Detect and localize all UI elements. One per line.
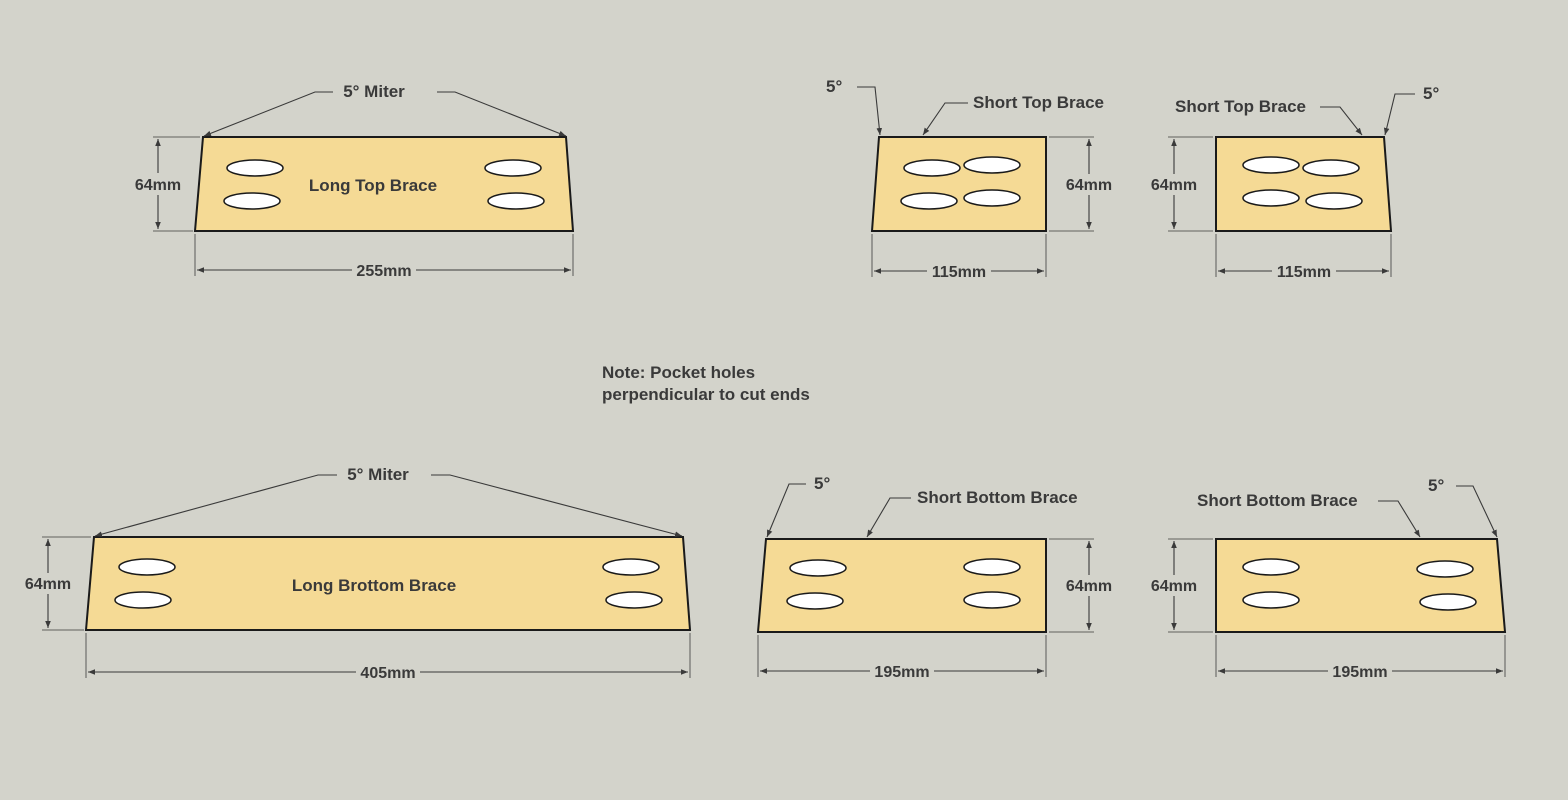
width-label: 195mm — [874, 664, 929, 681]
note-line-1: Note: Pocket holes — [602, 363, 756, 382]
miter-leader-left — [94, 474, 337, 537]
width-label: 115mm — [1277, 264, 1331, 281]
pocket-hole — [118, 558, 176, 576]
label-mask — [130, 173, 186, 195]
long-bottom-height-label: 64mm — [25, 576, 71, 593]
pocket-hole — [963, 591, 1021, 609]
short-bottom-brace-board — [756, 538, 1047, 633]
short-bottom-brace-label: Short Bottom Brace — [1197, 491, 1358, 510]
long-bottom-brace: Long Brottom Brace 5° Miter 64mm 405mm — [20, 465, 692, 682]
name-leader — [1320, 106, 1363, 136]
pocket-hole — [963, 156, 1021, 174]
pocket-hole — [903, 159, 961, 177]
height-label: 64mm — [1151, 177, 1197, 194]
label-mask — [1146, 174, 1202, 195]
short-bottom-brace-left: Short Bottom Brace 5° 64mm 195mm — [756, 474, 1117, 681]
pocket-hole — [1416, 560, 1474, 578]
long-top-miter-label: 5° Miter — [343, 82, 405, 101]
pocket-hole — [1242, 156, 1300, 174]
pocket-hole — [605, 591, 663, 609]
label-mask — [356, 663, 420, 682]
name-leader — [922, 102, 968, 136]
short-top-brace-right: Short Top Brace 5° 64mm 115mm — [1146, 84, 1439, 281]
angle-label: 5° — [814, 474, 830, 493]
label-mask — [1061, 174, 1117, 195]
miter-leader-right — [431, 474, 683, 537]
long-bottom-brace-board — [84, 536, 692, 631]
label-mask — [1272, 262, 1336, 281]
short-top-brace-label: Short Top Brace — [973, 93, 1104, 112]
angle-label: 5° — [1428, 476, 1444, 495]
pocket-hole — [1419, 593, 1477, 611]
pocket-hole — [484, 159, 542, 177]
name-leader — [866, 497, 911, 538]
short-bottom-brace-right: Short Bottom Brace 5° 64mm 195mm — [1146, 476, 1507, 681]
pocket-hole — [1242, 558, 1300, 576]
pocket-hole — [963, 558, 1021, 576]
height-label: 64mm — [1151, 578, 1197, 595]
pocket-hole — [789, 559, 847, 577]
long-bottom-width-label: 405mm — [360, 665, 415, 682]
short-bottom-brace-board — [1215, 538, 1507, 633]
short-top-brace-board — [1215, 136, 1393, 232]
pocket-hole — [226, 159, 284, 177]
pocket-hole — [223, 192, 281, 210]
long-bottom-brace-label: Long Brottom Brace — [292, 576, 456, 595]
pocket-hole — [1302, 159, 1360, 177]
short-bottom-brace-label: Short Bottom Brace — [917, 488, 1078, 507]
width-label: 115mm — [932, 264, 986, 281]
pocket-hole — [114, 591, 172, 609]
miter-leader-right — [437, 91, 567, 137]
pocket-hole-note: Note: Pocket holes perpendicular to cut … — [602, 362, 810, 406]
label-mask — [20, 573, 76, 594]
angle-leader — [1383, 93, 1415, 136]
label-mask — [1061, 575, 1117, 596]
pocket-hole — [1242, 189, 1300, 207]
short-top-brace-left: Short Top Brace 5° 64mm 115mm — [826, 77, 1117, 281]
pocket-hole — [1305, 192, 1363, 210]
short-top-brace-board — [870, 136, 1047, 232]
pocket-hole — [487, 192, 545, 210]
angle-leader — [1456, 485, 1498, 538]
height-label: 64mm — [1066, 578, 1112, 595]
long-top-height-label: 64mm — [135, 177, 181, 194]
label-mask — [352, 261, 416, 280]
angle-leader — [857, 86, 883, 136]
short-top-brace-label: Short Top Brace — [1175, 97, 1306, 116]
angle-leader — [766, 483, 806, 538]
width-label: 195mm — [1332, 664, 1387, 681]
miter-leader-left — [203, 91, 333, 137]
long-top-brace: Long Top Brace 5° Miter 64mm 255mm — [130, 82, 575, 280]
height-label: 64mm — [1066, 177, 1112, 194]
angle-label: 5° — [826, 77, 842, 96]
pocket-hole — [1242, 591, 1300, 609]
long-bottom-miter-label: 5° Miter — [347, 465, 409, 484]
long-top-brace-label: Long Top Brace — [309, 176, 437, 195]
label-mask — [1146, 575, 1202, 596]
pocket-hole — [602, 558, 660, 576]
label-mask — [1328, 662, 1392, 681]
long-top-width-label: 255mm — [356, 263, 411, 280]
long-top-brace-board — [193, 136, 575, 232]
label-mask — [927, 262, 991, 281]
angle-label: 5° — [1423, 84, 1439, 103]
pocket-hole — [786, 592, 844, 610]
name-leader — [1378, 500, 1421, 538]
pocket-hole — [963, 189, 1021, 207]
pocket-hole — [900, 192, 958, 210]
label-mask — [870, 662, 934, 681]
note-line-2: perpendicular to cut ends — [602, 385, 810, 404]
